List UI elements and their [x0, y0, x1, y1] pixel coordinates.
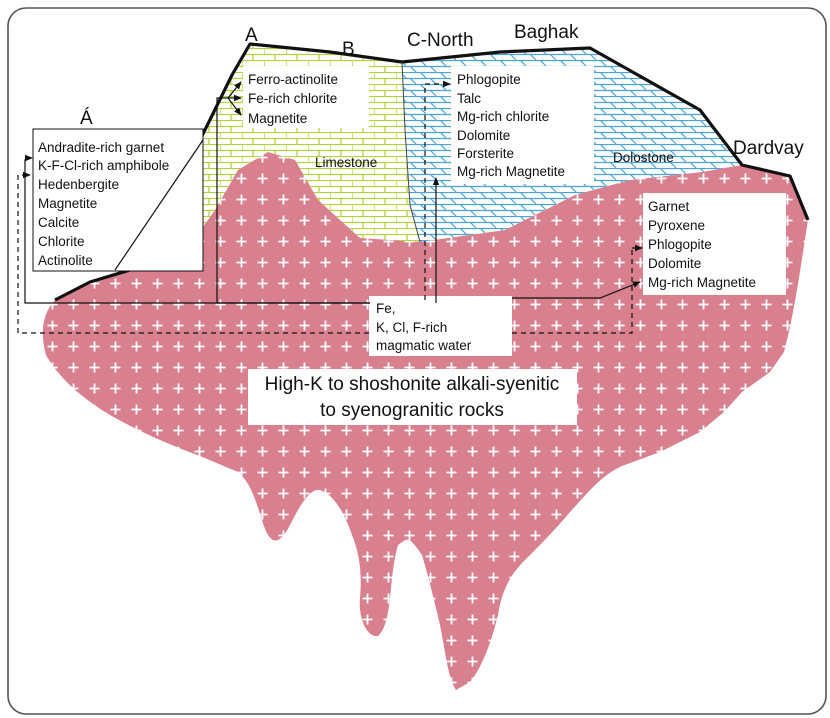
site-label-baghak: Baghak: [514, 22, 579, 43]
assemblage-dardvay-1: Garnet: [648, 199, 690, 214]
fluid-label-line-3: magmatic water: [376, 338, 472, 353]
fluid-label-line-1: Fe,: [376, 301, 396, 316]
assemblage-dardvay-4: Dolomite: [648, 256, 701, 271]
assemblage-c-north-4: Dolomite: [457, 128, 510, 143]
assemblage-a-prime-2: K-F-Cl-rich amphibole: [38, 158, 169, 173]
assemblage-a-prime-1: Andradite-rich garnet: [38, 140, 164, 155]
assemblage-a-prime-6: Chlorite: [38, 234, 85, 249]
assemblage-dardvay-5: Mg-rich Magnetite: [648, 275, 756, 290]
limestone-label: Limestone: [315, 155, 377, 170]
site-label-dardvay: Dardvay: [733, 138, 804, 159]
site-label-c-north: C-North: [407, 30, 474, 51]
intrusion-label-line-1: High-K to shoshonite alkali-syenitic: [265, 374, 560, 395]
fluid-label-line-2: K, Cl, F-rich: [376, 320, 447, 335]
assemblage-a-prime-7: Actinolite: [38, 253, 93, 268]
assemblage-dardvay-2: Pyroxene: [648, 218, 705, 233]
assemblage-a-b-3: Magnetite: [248, 111, 307, 126]
assemblage-a-prime-3: Hedenbergite: [38, 177, 119, 192]
assemblage-c-north-3: Mg-rich chlorite: [457, 109, 549, 124]
assemblage-c-north-5: Forsterite: [457, 146, 514, 161]
assemblage-a-prime-4: Magnetite: [38, 196, 97, 211]
assemblage-a-prime-5: Calcite: [38, 215, 79, 230]
assemblage-a-b-1: Ferro-actinolite: [248, 72, 338, 87]
assemblage-c-north-6: Mg-rich Magnetite: [457, 164, 565, 179]
assemblage-c-north-1: Phlogopite: [457, 72, 521, 87]
assemblage-a-b-2: Fe-rich chlorite: [248, 91, 337, 106]
assemblage-c-north-2: Talc: [457, 91, 481, 106]
dolostone-label: Dolostone: [613, 150, 674, 165]
site-label-a: A: [245, 25, 258, 46]
intrusion-label-line-2: to syenogranitic rocks: [320, 400, 504, 421]
site-label-a-prime: Á: [80, 108, 93, 129]
assemblage-dardvay-3: Phlogopite: [648, 237, 712, 252]
site-label-b: B: [342, 39, 355, 60]
